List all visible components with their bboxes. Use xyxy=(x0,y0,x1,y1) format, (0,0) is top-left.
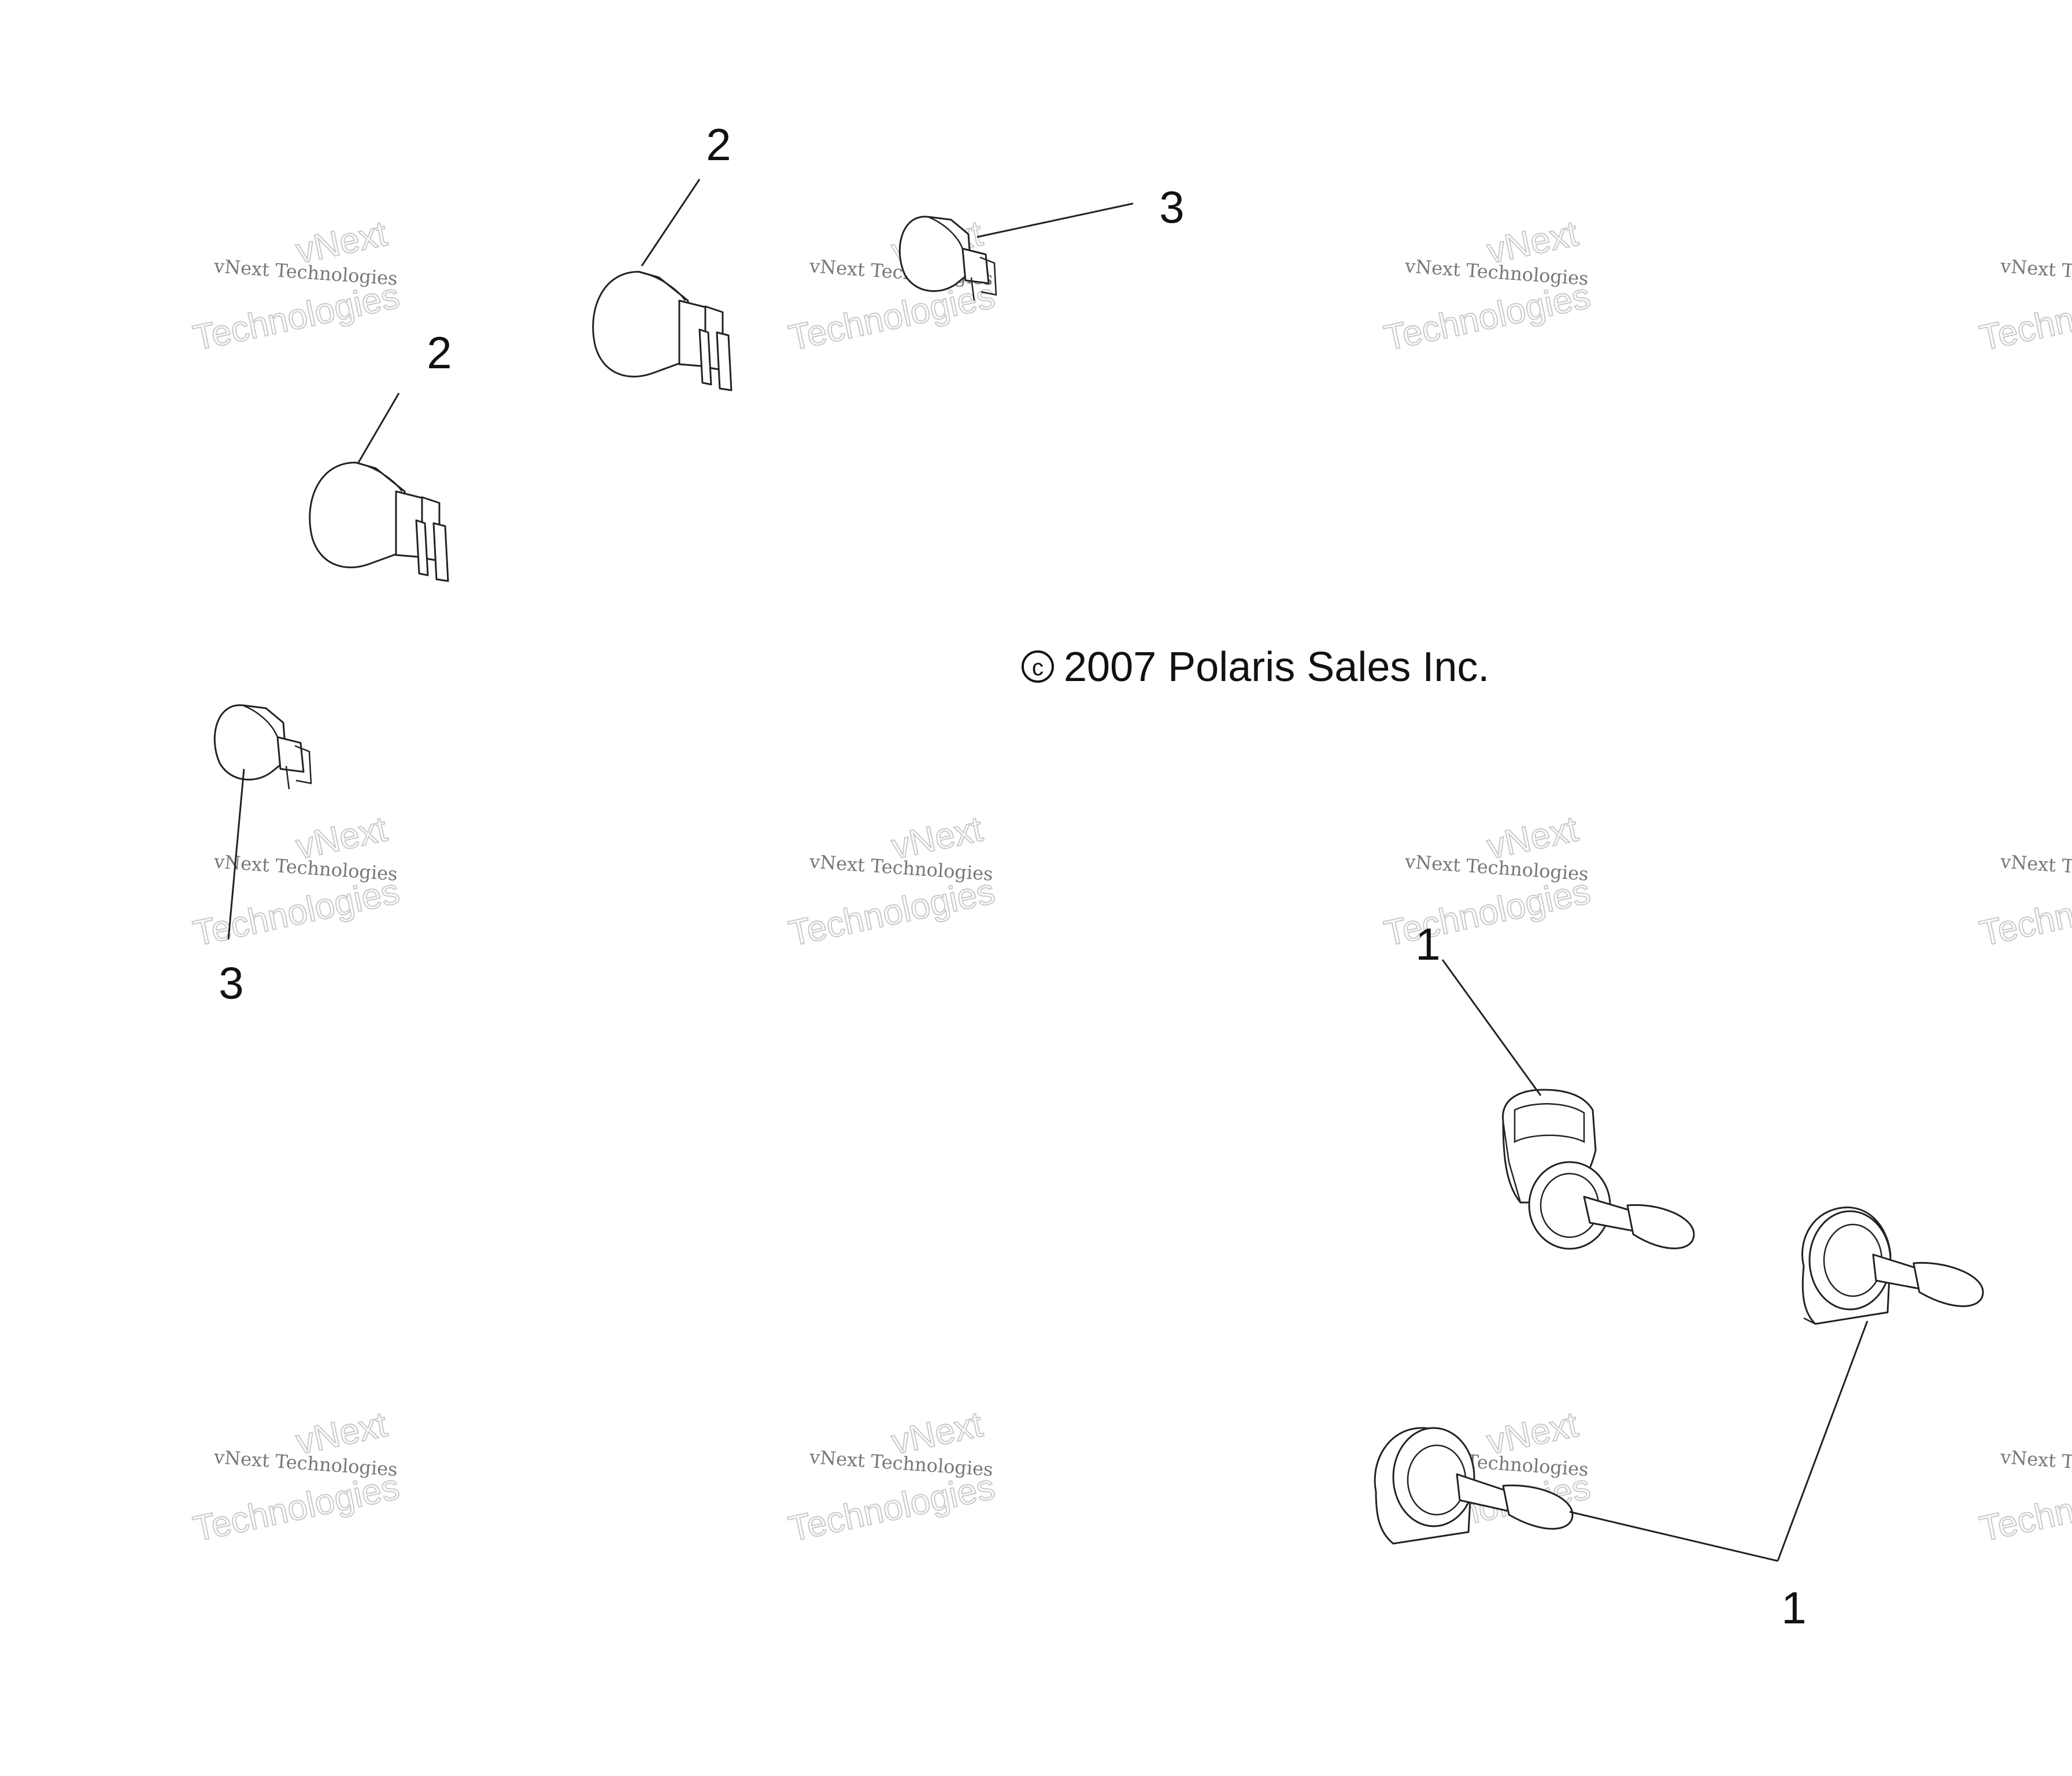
watermark-text-large: Technologies xyxy=(190,276,402,358)
callouts: 2 3 2 3 1 1 xyxy=(219,119,1806,1633)
headlight-bulb-top xyxy=(1502,1089,1695,1250)
watermark-text-large: Technologies xyxy=(1976,276,2072,358)
headlight-bulb-bottom xyxy=(1374,1427,1574,1545)
copyright-notice: c 2007 Polaris Sales Inc. xyxy=(1022,644,1489,690)
watermark-text-small: vNext Technologies xyxy=(1999,850,2072,885)
watermark-text-large: Technologies xyxy=(785,276,998,358)
callout-2-left: 2 xyxy=(427,327,452,378)
callout-1-top: 1 xyxy=(1415,919,1440,970)
watermark-text-large: Technologies xyxy=(190,871,402,954)
watermark-text-large: Technologies xyxy=(1381,871,1593,954)
watermark-text-large: Technologies xyxy=(1976,1467,2072,1549)
watermark-text-large: Technologies xyxy=(190,1467,402,1549)
bulb-2-left xyxy=(309,461,449,582)
callout-1-bottom: 1 xyxy=(1781,1582,1806,1633)
bulb-2-top xyxy=(592,271,732,391)
bulb-3-bottom xyxy=(213,704,312,790)
watermark-text-large: Technologies xyxy=(785,871,998,954)
copyright-text: 2007 Polaris Sales Inc. xyxy=(1064,644,1489,690)
callout-3-top: 3 xyxy=(1159,182,1184,232)
callout-2-top: 2 xyxy=(706,119,731,170)
callout-3-bottom: 3 xyxy=(219,957,243,1008)
watermark-text-large: Technologies xyxy=(785,1467,998,1549)
svg-text:c: c xyxy=(1032,655,1044,680)
headlight-bulb-right xyxy=(1801,1207,1984,1325)
watermark-text-large: Technologies xyxy=(1976,871,2072,954)
watermark-text-small: vNext Technologies xyxy=(1999,1446,2072,1481)
watermark-text-small: vNext Technologies xyxy=(1999,255,2072,290)
leader-lines xyxy=(227,179,1868,1562)
watermark-text-large: Technologies xyxy=(1381,276,1593,358)
bulb-3-top xyxy=(898,216,997,301)
